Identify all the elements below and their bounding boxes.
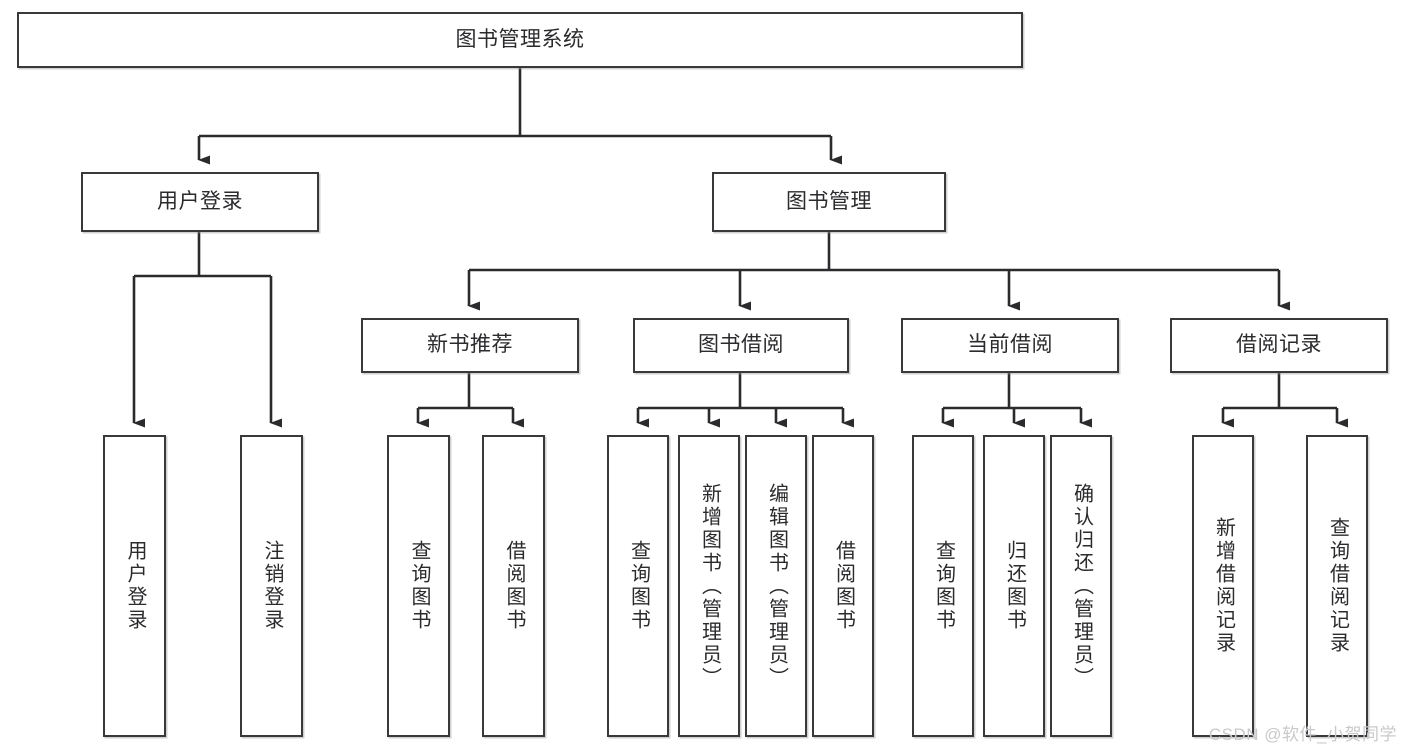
node-leaf-add-book-admin[interactable]: 新增图书（管理员） [678,435,740,737]
node-leaf-query-borrow-record[interactable]: 查询借阅记录 [1306,435,1368,737]
node-leaf-return-book[interactable]: 归还图书 [983,435,1045,737]
node-current-borrow-label: 当前借阅 [967,333,1053,357]
node-leaf-query-borrow-record-label: 查询借阅记录 [1326,517,1349,655]
node-book-borrow-label: 图书借阅 [698,333,784,357]
node-leaf-add-book-admin-label: 新增图书（管理员） [698,482,721,690]
node-new-book-rec-label: 新书推荐 [427,333,513,357]
node-leaf-confirm-return-admin[interactable]: 确认归还（管理员） [1050,435,1112,737]
node-leaf-query-book-current[interactable]: 查询图书 [912,435,974,737]
node-leaf-user-login-label: 用户登录 [124,540,146,632]
node-borrow-record-label: 借阅记录 [1236,333,1322,357]
node-leaf-add-borrow-record[interactable]: 新增借阅记录 [1192,435,1254,737]
node-leaf-add-borrow-record-label: 新增借阅记录 [1212,517,1235,655]
node-leaf-edit-book-admin[interactable]: 编辑图书（管理员） [745,435,807,737]
node-book-borrow[interactable]: 图书借阅 [633,318,849,373]
node-current-borrow[interactable]: 当前借阅 [901,318,1119,373]
node-user-login-label: 用户登录 [157,189,243,213]
node-borrow-record[interactable]: 借阅记录 [1170,318,1388,373]
watermark: CSDN @软件_小贺同学 [1208,725,1397,744]
node-leaf-borrow-book-label: 借阅图书 [832,540,855,632]
node-leaf-query-book-borrow[interactable]: 查询图书 [607,435,669,737]
node-leaf-borrow-book[interactable]: 借阅图书 [812,435,874,737]
node-leaf-user-login[interactable]: 用户登录 [103,435,166,737]
node-book-manage[interactable]: 图书管理 [712,172,946,232]
node-root[interactable]: 图书管理系统 [17,12,1023,68]
node-root-label: 图书管理系统 [455,27,585,51]
node-book-manage-label: 图书管理 [786,189,872,213]
node-leaf-edit-book-admin-label: 编辑图书（管理员） [765,482,788,690]
node-leaf-borrow-book-rec[interactable]: 借阅图书 [482,435,545,737]
node-leaf-user-logout-label: 注销登录 [261,540,283,632]
node-leaf-query-book-rec[interactable]: 查询图书 [387,435,450,737]
node-leaf-query-book-rec-label: 查询图书 [408,540,430,632]
node-leaf-borrow-book-rec-label: 借阅图书 [503,540,525,632]
node-leaf-confirm-return-admin-label: 确认归还（管理员） [1070,482,1093,690]
node-leaf-user-logout[interactable]: 注销登录 [240,435,303,737]
node-new-book-rec[interactable]: 新书推荐 [361,318,579,373]
node-leaf-query-book-current-label: 查询图书 [932,540,955,632]
node-user-login[interactable]: 用户登录 [81,172,319,232]
node-leaf-return-book-label: 归还图书 [1003,540,1026,632]
node-leaf-query-book-borrow-label: 查询图书 [627,540,650,632]
